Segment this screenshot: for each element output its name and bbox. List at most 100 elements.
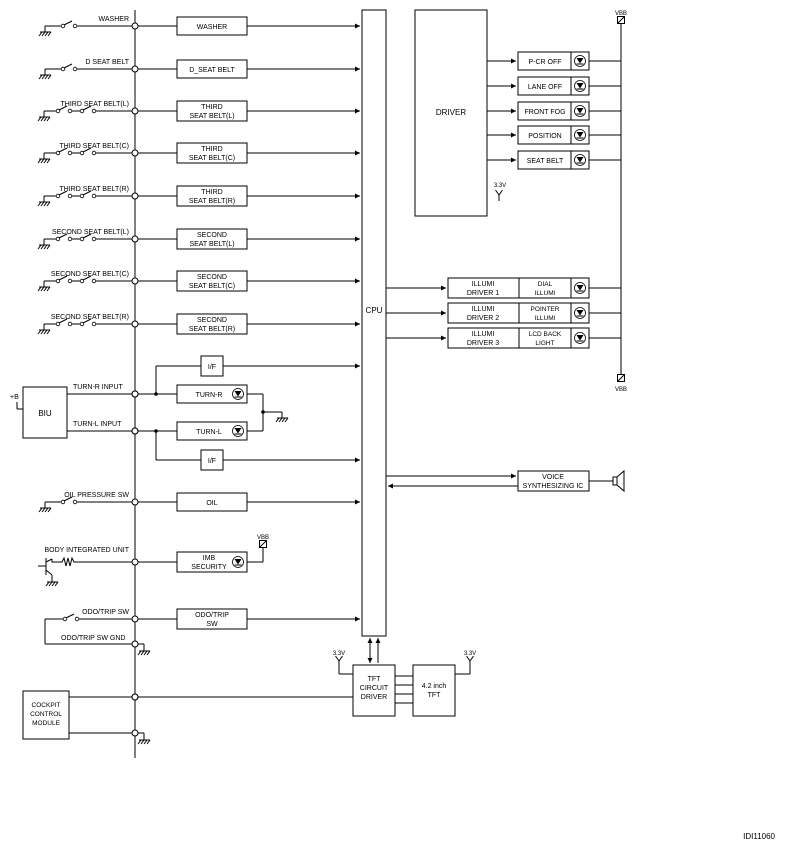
input-label: THIRD SEAT BELT(R) xyxy=(59,186,129,193)
driver-block xyxy=(414,9,488,217)
odo-gnd-symbol xyxy=(137,650,151,656)
tft-driver-supply-label: 3.3V xyxy=(333,651,345,657)
illumi-driver-label: ILLUMI xyxy=(472,306,495,313)
led-icon xyxy=(232,388,244,400)
if-upper-label: I/F xyxy=(208,364,216,371)
biu-block xyxy=(22,386,68,439)
tft-driver-block xyxy=(352,664,396,717)
input-block-label: SEAT BELT(C) xyxy=(189,155,235,162)
tft-driver-line-1: TFT xyxy=(368,676,382,683)
illumi-lamp-label: DIAL xyxy=(538,281,553,288)
bus-node xyxy=(131,22,139,30)
indicator-front-fog: FRONT FOG xyxy=(487,101,621,121)
driver-supply-symbol xyxy=(495,189,503,196)
input-block-label: SECOND xyxy=(197,274,227,281)
input-block-label: D_SEAT BELT xyxy=(189,67,235,74)
led-icon xyxy=(574,129,586,141)
input-block-label: THIRD xyxy=(201,104,222,111)
input-block-label: SECURITY xyxy=(191,564,227,571)
input-label: SECOND SEAT BELT(C) xyxy=(51,271,129,278)
cockpit-module-line-2: CONTROL xyxy=(30,711,62,718)
led-icon xyxy=(574,105,586,117)
bus-node xyxy=(131,107,139,115)
input-block-label: THIRD xyxy=(201,146,222,153)
led-icon xyxy=(232,425,244,437)
bus-node xyxy=(131,277,139,285)
input-block-label: SEAT BELT(L) xyxy=(189,113,234,120)
tft-driver-line-2: CIRCUIT xyxy=(360,685,389,692)
imb-vbb-label: VBB xyxy=(257,535,269,541)
indicator-lane-off: LANE OFF xyxy=(487,76,621,96)
input-label: OIL PRESSURE SW xyxy=(64,492,129,499)
led-icon xyxy=(574,332,586,344)
illumi-lamp-label: LCD BACK xyxy=(529,331,562,338)
cockpit-node-cpu xyxy=(131,693,139,701)
indicator-position: POSITION xyxy=(487,125,621,145)
indicator-label: FRONT FOG xyxy=(524,109,565,116)
cockpit-module-line-3: MODULE xyxy=(32,720,60,727)
switch-ground-symbol xyxy=(37,286,51,292)
switch-ground-symbol xyxy=(38,74,52,80)
bus-node xyxy=(131,320,139,328)
imb-vbb-symbol xyxy=(259,540,267,548)
switch-ground-symbol xyxy=(37,201,51,207)
input-block-label: TURN-R xyxy=(196,392,223,399)
input-row-oil: OIL PRESSURE SW OIL xyxy=(38,492,360,513)
indicator-p-cr-off: P-CR OFF xyxy=(487,51,621,71)
input-label: ODO/TRIP SW xyxy=(82,609,129,616)
bus-node xyxy=(131,149,139,157)
driver-label: DRIVER xyxy=(436,108,466,117)
input-block-label: SW xyxy=(206,621,218,628)
biu-supply-label: +B xyxy=(10,394,19,401)
bus-node xyxy=(131,192,139,200)
led-icon xyxy=(574,154,586,166)
cockpit-gnd-node xyxy=(131,729,139,737)
bus-node xyxy=(131,235,139,243)
input-label: SECOND SEAT BELT(R) xyxy=(51,314,129,321)
biu-label: BIU xyxy=(38,409,52,418)
illumi-driver-label: ILLUMI xyxy=(472,331,495,338)
input-block-label: OIL xyxy=(206,500,217,507)
illumi-row-3: ILLUMI DRIVER 3 LCD BACK LIGHT xyxy=(386,327,621,349)
bus-node xyxy=(131,65,139,73)
input-block-label: SEAT BELT(C) xyxy=(189,283,235,290)
cockpit-module-line-1: COCKPIT xyxy=(32,702,61,709)
illumi-lamp-label: LIGHT xyxy=(535,340,554,347)
led-icon xyxy=(574,55,586,67)
input-block-label: SEAT BELT(L) xyxy=(189,241,234,248)
led-icon xyxy=(574,307,586,319)
illumi-lamp-label: POINTER xyxy=(531,306,560,313)
turn-ground-symbol xyxy=(275,417,289,423)
if-lower-label: I/F xyxy=(208,458,216,465)
tft-panel-supply-label: 3.3V xyxy=(464,651,476,657)
illumi-driver-label: DRIVER 2 xyxy=(467,315,499,322)
illumi-lamp-label: ILLUMI xyxy=(535,315,556,322)
led-icon xyxy=(574,80,586,92)
input-label: SECOND SEAT BELT(L) xyxy=(52,229,129,236)
input-row-third-c: THIRD SEAT BELT(C) THIRD SEAT BELT(C) xyxy=(37,142,360,164)
odo-gnd-node xyxy=(131,640,139,648)
voice-ic-line-2: SYNTHESIZING IC xyxy=(523,483,584,490)
input-label: WASHER xyxy=(99,16,129,23)
turn-r-node xyxy=(131,390,139,398)
indicator-label: P-CR OFF xyxy=(528,59,561,66)
tft-driver-line-3: DRIVER xyxy=(361,694,387,701)
input-label: THIRD SEAT BELT(C) xyxy=(59,143,129,150)
illumi-row-2: ILLUMI DRIVER 2 POINTER ILLUMI xyxy=(386,302,621,324)
input-block-label: ODO/TRIP xyxy=(195,612,229,619)
indicator-label: POSITION xyxy=(528,133,561,140)
input-block-label: SECOND xyxy=(197,317,227,324)
turn-l-input-label: TURN-L INPUT xyxy=(73,421,122,428)
input-block-label: TURN-L xyxy=(196,429,222,436)
input-label: THIRD SEAT BELT(L) xyxy=(61,101,129,108)
indicator-label: LANE OFF xyxy=(528,84,562,91)
illumi-driver-label: DRIVER 3 xyxy=(467,340,499,347)
